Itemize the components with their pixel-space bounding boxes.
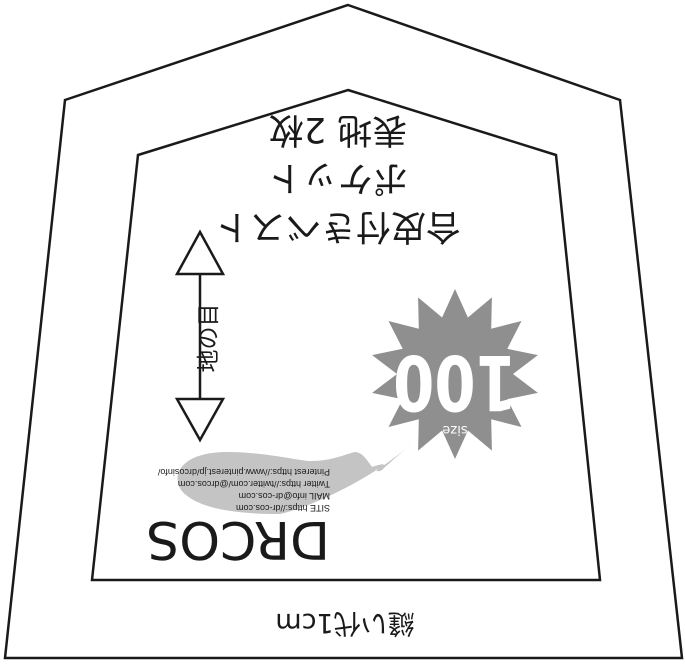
logo-swoosh-stem (305, 464, 385, 492)
contact-info: SITE https://dr-cos.com MAIL info@dr-cos… (157, 467, 330, 513)
size-badge-number: 100 (393, 337, 517, 425)
seam-allowance-label: 縫い代1cm (275, 607, 414, 638)
pattern-part: ポケット (268, 157, 408, 197)
size-badge-unit: size (442, 422, 467, 437)
rotated-print: 縫い代1cm DRCOS SITE https://dr-cos.com MAI… (146, 109, 538, 638)
logo-text: DRCOS (146, 509, 330, 569)
size-badge: size 100 (372, 289, 538, 459)
contact-twitter: Twitter https://twitter.com/@drcos.com (178, 479, 330, 489)
grain-line-arrow (174, 229, 226, 443)
pattern-name: 合皮付きベスト (215, 206, 461, 246)
size-badge-starburst (372, 289, 538, 459)
pattern-fabric-count: 表地 2枚 (269, 109, 407, 149)
outer-cut-line (3, 3, 684, 660)
contact-site: SITE https://dr-cos.com (236, 503, 330, 513)
contact-pinterest: Pinterest https://www.pinterest.jp/drcos… (157, 467, 330, 477)
grain-arrowhead-top (174, 397, 226, 443)
contact-mail: MAIL info@dr-cos.com (239, 491, 330, 501)
inner-sewing-line (90, 88, 602, 582)
grain-arrowhead-bottom (174, 229, 226, 276)
logo-swoosh (177, 442, 413, 514)
grain-line-label: 地の目 (196, 304, 222, 373)
